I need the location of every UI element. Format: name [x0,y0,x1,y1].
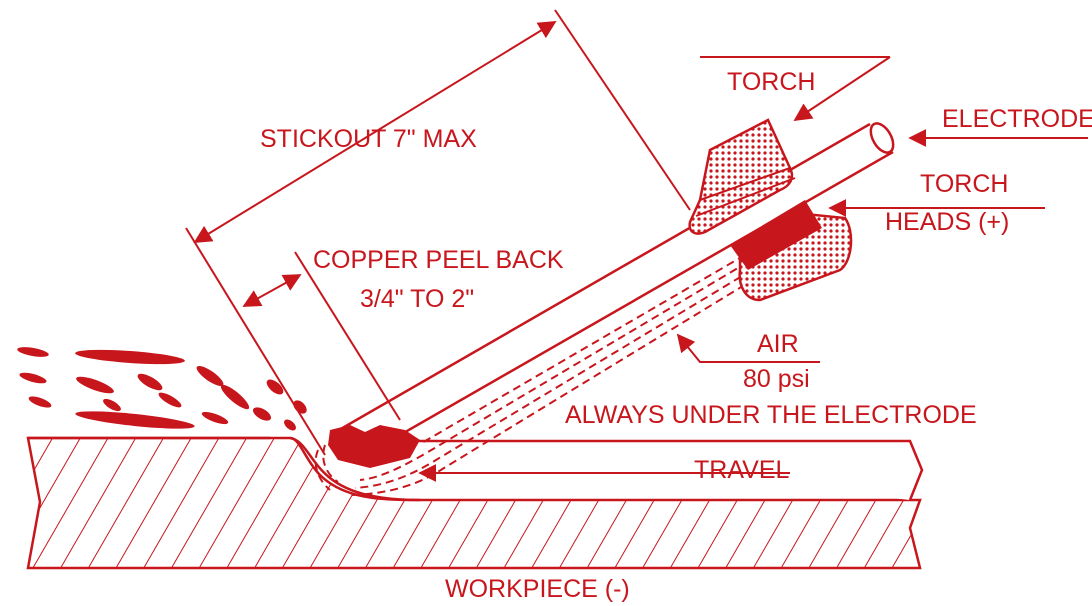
stickout-label: STICKOUT 7" MAX [260,125,477,153]
molten-spray [17,347,307,431]
copper-peel-back-label-line1: COPPER PEEL BACK [313,246,564,274]
torch-heads-label-line2: HEADS (+) [885,208,1009,236]
callout-lines [185,9,1088,482]
air-stream [314,254,757,496]
air-pressure-label: 80 psi [743,365,810,393]
air-position-label: ALWAYS UNDER THE ELECTRODE [565,401,977,429]
electrode-label: ELECTRODE [942,105,1092,133]
copper-peel-back-label-line2: 3/4" TO 2" [360,285,474,313]
workpiece-label: WORKPIECE (-) [445,575,630,603]
torch-heads-label-line1: TORCH [920,170,1008,198]
workpiece [26,436,924,570]
torch-head-solid [730,200,822,270]
torch-heads [730,200,853,302]
electrode-end [869,122,895,154]
copper-tip [328,425,420,468]
travel-label: TRAVEL [694,456,789,484]
air-label: AIR [757,330,799,358]
gouge-groove [400,439,924,501]
torch-body [688,118,796,235]
torch-label: TORCH [727,68,815,96]
